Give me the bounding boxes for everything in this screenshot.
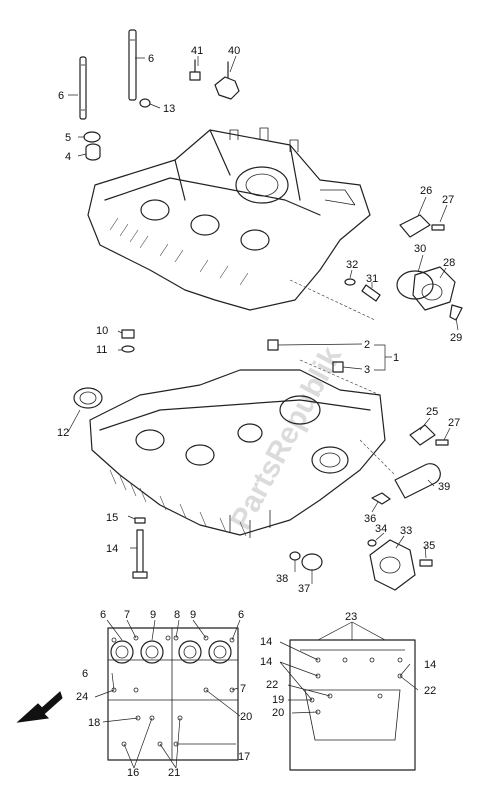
tightening-sequence-left bbox=[94, 619, 241, 769]
bracket-40 bbox=[214, 61, 240, 100]
seq-label-18: 18 bbox=[88, 717, 100, 729]
seq-label-17: 17 bbox=[238, 751, 250, 763]
seq-label-22: 22 bbox=[266, 679, 278, 691]
ring-34 bbox=[367, 539, 377, 547]
seq-label-14: 14 bbox=[260, 656, 272, 668]
seq-label-14: 14 bbox=[424, 659, 436, 671]
bolt-14 bbox=[132, 529, 148, 579]
callout-2: 2 bbox=[364, 339, 370, 351]
seq-label-23: 23 bbox=[345, 611, 357, 623]
pin-31 bbox=[361, 284, 381, 302]
seq-label-14: 14 bbox=[260, 636, 272, 648]
o-ring-11 bbox=[121, 345, 135, 353]
housing-33 bbox=[369, 539, 416, 591]
callout-40: 40 bbox=[228, 45, 240, 57]
seq-label-21: 21 bbox=[168, 767, 180, 779]
callout-4: 4 bbox=[65, 151, 71, 163]
callout-27: 27 bbox=[442, 194, 454, 206]
seq-label-9: 9 bbox=[190, 609, 196, 621]
cover-28 bbox=[412, 266, 456, 311]
dowel-3 bbox=[332, 361, 344, 373]
screw-27-top bbox=[431, 224, 445, 231]
cylinder-39 bbox=[394, 463, 441, 499]
callout-13: 13 bbox=[163, 103, 175, 115]
bolt-41 bbox=[189, 59, 201, 81]
callout-36: 36 bbox=[364, 513, 376, 525]
plug-12 bbox=[73, 387, 103, 409]
callout-5: 5 bbox=[65, 132, 71, 144]
callout-3: 3 bbox=[364, 364, 370, 376]
seq-label-19: 19 bbox=[272, 694, 284, 706]
seq-label-24: 24 bbox=[76, 691, 88, 703]
nut-4 bbox=[85, 143, 101, 161]
callout-12: 12 bbox=[57, 427, 69, 439]
lower-crankcase bbox=[89, 369, 386, 538]
seq-label-20: 20 bbox=[272, 707, 284, 719]
callout-26: 26 bbox=[420, 185, 432, 197]
nut-13 bbox=[139, 98, 151, 108]
callout-33: 33 bbox=[400, 525, 412, 537]
seq-label-8: 8 bbox=[174, 609, 180, 621]
tightening-sequence-right bbox=[279, 621, 419, 771]
seq-label-22: 22 bbox=[424, 685, 436, 697]
upper-crankcase bbox=[87, 127, 371, 311]
stud-left bbox=[79, 56, 87, 120]
callout-14: 14 bbox=[106, 543, 118, 555]
seal-36 bbox=[371, 492, 391, 505]
arrow-front-icon bbox=[16, 691, 63, 723]
washer-38 bbox=[289, 551, 301, 561]
callout-34: 34 bbox=[375, 523, 387, 535]
callout-41: 41 bbox=[191, 45, 203, 57]
callout-10: 10 bbox=[96, 325, 108, 337]
seq-label-9: 9 bbox=[150, 609, 156, 621]
clip-32 bbox=[344, 278, 356, 286]
dowel-2 bbox=[267, 339, 279, 351]
seq-label-7: 7 bbox=[124, 609, 130, 621]
callout-11: 11 bbox=[96, 344, 107, 356]
seq-label-6: 6 bbox=[238, 609, 244, 621]
plug-37 bbox=[301, 553, 323, 571]
callout-31: 31 bbox=[366, 273, 378, 285]
stud-right bbox=[128, 29, 137, 101]
bracket-26 bbox=[399, 214, 431, 238]
washer-15 bbox=[134, 517, 146, 524]
bracket-25 bbox=[409, 424, 436, 446]
callout-25: 25 bbox=[426, 406, 438, 418]
callout-6: 6 bbox=[148, 53, 154, 65]
callout-29: 29 bbox=[450, 332, 462, 344]
dowel-10 bbox=[121, 329, 135, 339]
callout-27: 27 bbox=[448, 417, 460, 429]
callout-32: 32 bbox=[346, 259, 358, 271]
seq-label-6: 6 bbox=[82, 668, 88, 680]
seq-label-20: 20 bbox=[240, 711, 252, 723]
seq-label-7: 7 bbox=[240, 683, 246, 695]
callout-15: 15 bbox=[106, 512, 118, 524]
bolt-29 bbox=[449, 304, 463, 321]
callout-35: 35 bbox=[423, 540, 435, 552]
callout-38: 38 bbox=[276, 573, 288, 585]
callout-39: 39 bbox=[438, 481, 450, 493]
callout-28: 28 bbox=[443, 257, 455, 269]
washer-5 bbox=[83, 131, 101, 143]
seq-label-6: 6 bbox=[100, 609, 106, 621]
o-ring-30 bbox=[396, 270, 434, 300]
seq-label-16: 16 bbox=[127, 767, 139, 779]
screw-27-bottom bbox=[435, 439, 449, 446]
callout-37: 37 bbox=[298, 583, 310, 595]
bolt-35 bbox=[419, 559, 433, 567]
callout-30: 30 bbox=[414, 243, 426, 255]
callout-6: 6 bbox=[58, 90, 64, 102]
callout-1: 1 bbox=[393, 352, 399, 364]
